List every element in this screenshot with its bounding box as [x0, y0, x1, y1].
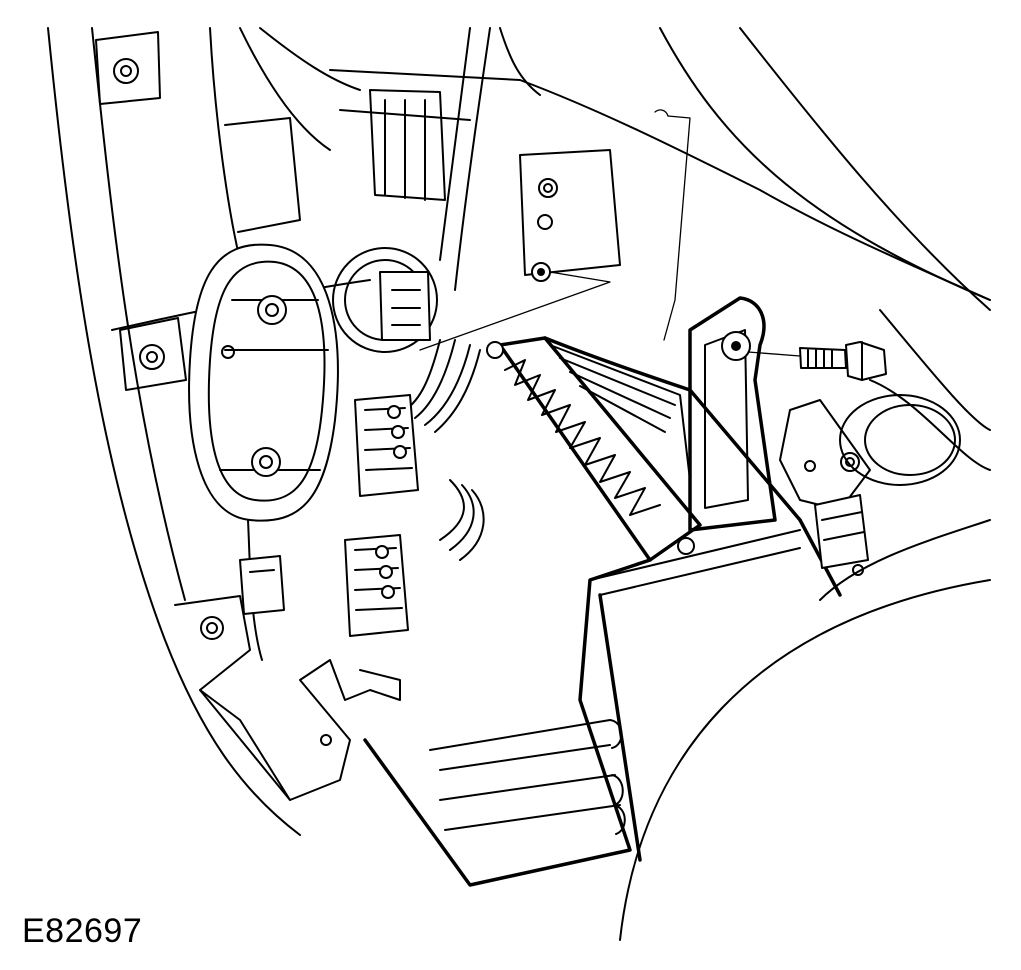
- inline-connector: [239, 555, 285, 615]
- connector-lower: [344, 534, 409, 637]
- oval-mount-bolt-lower: [251, 447, 281, 477]
- figure-id-label: E82697: [22, 912, 143, 950]
- upper-structure: [329, 27, 991, 311]
- sensor-assembly: [779, 399, 871, 576]
- oval-mount-bolt-upper: [257, 295, 287, 325]
- wheel-arch: [619, 309, 991, 941]
- fixing-eye-top: [113, 58, 139, 84]
- lower-bracket: [174, 595, 401, 801]
- removed-bolt: [747, 341, 887, 381]
- bracket-hole: [721, 331, 751, 361]
- intake-ring: [839, 379, 991, 486]
- upper-bracket-bolt-3: [531, 262, 551, 282]
- connector-upper: [354, 394, 419, 497]
- upper-bracket-bolt-2: [537, 214, 553, 230]
- bulb-holder: [332, 247, 438, 353]
- callout-leader-lines: [419, 109, 691, 351]
- duct-ribs: [486, 341, 695, 555]
- wiring-harness: [247, 339, 485, 661]
- fixing-eye-middle: [139, 344, 165, 370]
- oval-mount-plate: [188, 243, 339, 522]
- air-duct-housing: [363, 336, 842, 887]
- upper-bracket-bolt-1: [538, 178, 558, 198]
- oval-mount-pin: [221, 345, 235, 359]
